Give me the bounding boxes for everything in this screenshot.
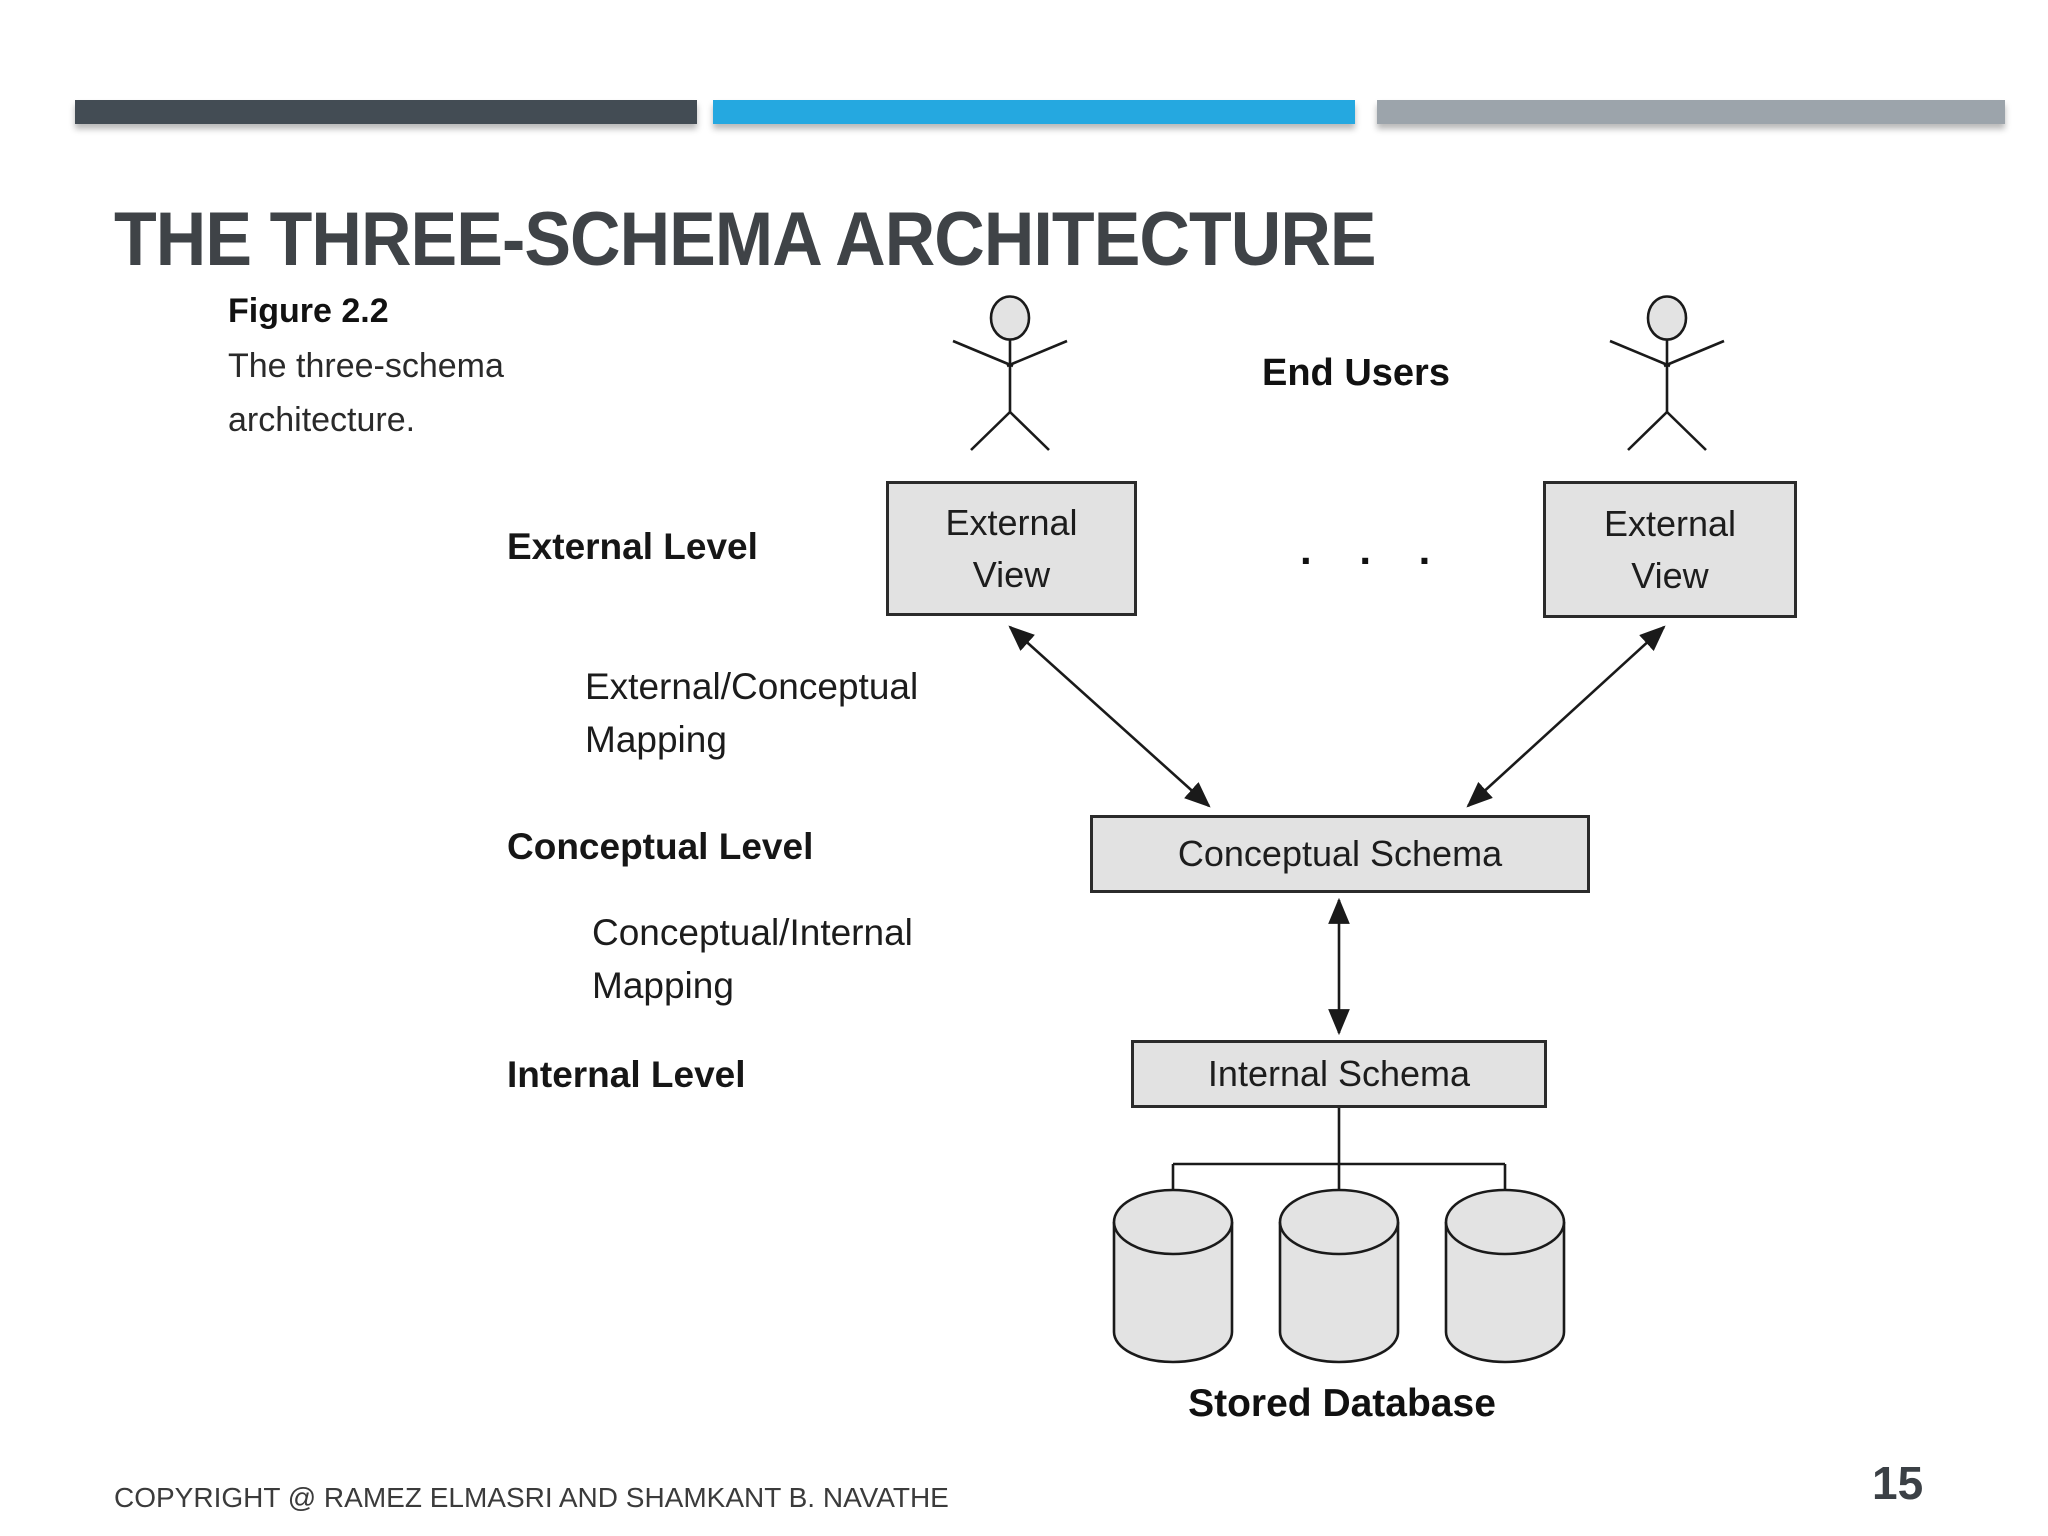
label-conceptual-level: Conceptual Level bbox=[507, 826, 814, 867]
external-view-box-right: External View bbox=[1543, 481, 1797, 618]
figure-caption-title: Figure 2.2 bbox=[228, 292, 389, 330]
figure-caption-line1: The three-schema bbox=[228, 347, 504, 385]
database-cylinder-icon bbox=[1278, 1188, 1400, 1364]
page-title: THE THREE-SCHEMA ARCHITECTURE bbox=[114, 197, 1377, 282]
label-external-level: External Level bbox=[507, 526, 758, 567]
conceptual-schema-box: Conceptual Schema bbox=[1090, 815, 1590, 893]
end-users-label: End Users bbox=[1262, 352, 1450, 394]
label-external-conceptual-mapping-line2: Mapping bbox=[585, 719, 727, 760]
database-connector-lines bbox=[1171, 1108, 1507, 1191]
label-conceptual-internal-mapping-line1: Conceptual/Internal bbox=[592, 912, 913, 953]
conceptual-schema-label: Conceptual Schema bbox=[1177, 833, 1503, 874]
external-view-box-left: External View bbox=[886, 481, 1137, 616]
external-view-box-right-line2: View bbox=[1631, 554, 1709, 596]
user-icon bbox=[1609, 295, 1725, 451]
page-number: 15 bbox=[1872, 1457, 1924, 1509]
copyright-text: COPYRIGHT @ RAMEZ ELMASRI AND SHAMKANT B… bbox=[114, 1482, 949, 1513]
ellipsis-label: . . . bbox=[1300, 526, 1449, 573]
label-external-conceptual-mapping-line1: External/Conceptual bbox=[585, 666, 919, 707]
external-view-box-right-line1: External bbox=[1603, 502, 1737, 544]
database-cylinder-icon bbox=[1112, 1188, 1234, 1364]
user-icon bbox=[952, 295, 1068, 451]
label-internal-level: Internal Level bbox=[507, 1054, 746, 1095]
accent-bar-blue bbox=[713, 100, 1355, 124]
internal-schema-label: Internal Schema bbox=[1207, 1053, 1471, 1094]
figure-caption-line2: architecture. bbox=[228, 401, 416, 439]
internal-schema-box: Internal Schema bbox=[1131, 1040, 1547, 1108]
database-cylinder-icon bbox=[1444, 1188, 1566, 1364]
mapping-arrow-left-icon bbox=[1008, 625, 1211, 808]
stored-database-label: Stored Database bbox=[1188, 1382, 1496, 1425]
mapping-arrow-right-icon bbox=[1466, 625, 1666, 808]
accent-bar-gray bbox=[1377, 100, 2005, 124]
external-view-box-left-line2: View bbox=[972, 553, 1051, 595]
label-conceptual-internal-mapping-line2: Mapping bbox=[592, 965, 734, 1006]
external-view-box-left-line1: External bbox=[945, 501, 1078, 543]
accent-bar-dark bbox=[75, 100, 697, 124]
